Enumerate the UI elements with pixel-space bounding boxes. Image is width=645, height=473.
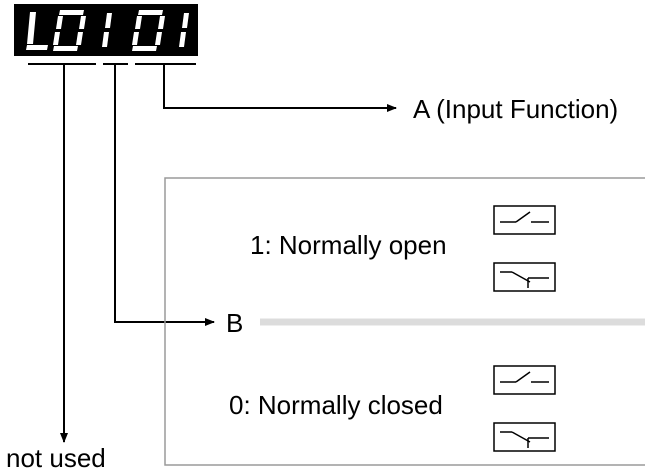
label-normally-open: 1: Normally open xyxy=(250,230,447,260)
normally-closed-contact-icon xyxy=(493,262,556,292)
digit-1-first xyxy=(102,13,112,47)
digit-l xyxy=(26,12,48,50)
panel-border xyxy=(164,177,645,466)
seven-segment-display xyxy=(14,4,198,56)
label-a-input-function: A (Input Function) xyxy=(413,94,619,124)
normally-open-contact-icon xyxy=(493,365,556,395)
label-not-used: not used xyxy=(6,443,106,473)
normally-open-contact-icon xyxy=(493,205,556,235)
normally-closed-contact-icon xyxy=(493,422,556,452)
label-normally-closed: 0: Normally closed xyxy=(229,390,443,420)
digit-1-second xyxy=(179,13,189,47)
label-b: B xyxy=(226,308,244,338)
arrow-to-b xyxy=(114,64,215,326)
digit-0-second xyxy=(132,10,165,51)
arrow-to-a xyxy=(163,64,397,112)
digit-0-first xyxy=(53,10,86,51)
options-panel xyxy=(164,177,645,466)
